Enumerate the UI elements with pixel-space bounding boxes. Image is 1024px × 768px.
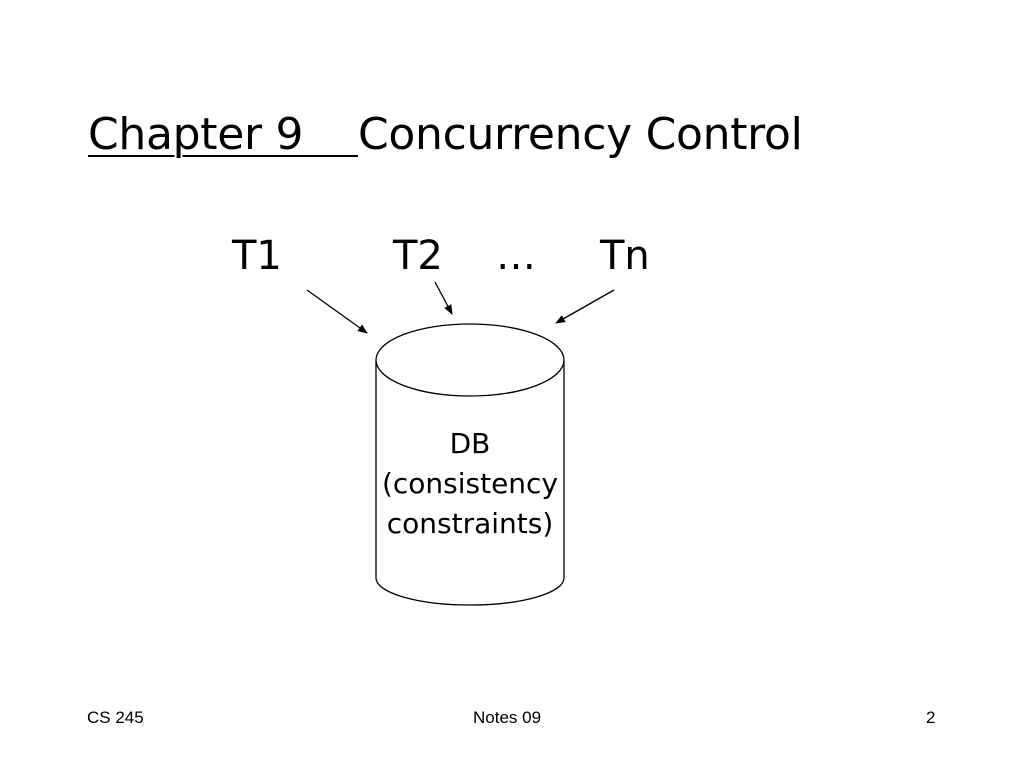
arrow-tn-to-db: [555, 289, 615, 324]
footer-course: CS 245: [87, 708, 144, 727]
database-label: DB (consistency constraints): [370, 424, 570, 544]
transaction-tn-label: Tn: [600, 233, 650, 279]
transaction-t1-label: T1: [232, 233, 282, 279]
arrow-t1-to-db: [306, 289, 368, 334]
footer-page-number: 2: [926, 708, 936, 727]
footer-notes: Notes 09: [473, 708, 542, 727]
arrow-t2-to-db: [434, 281, 453, 315]
database-name: DB: [449, 427, 491, 460]
database-cylinder-icon: [375, 323, 565, 606]
slide-title: Chapter 9 Concurrency Control: [88, 105, 803, 165]
transaction-ellipsis-label: …: [496, 233, 536, 279]
database-description-line2: constraints): [386, 507, 554, 540]
chapter-topic: Concurrency Control: [357, 109, 803, 160]
database-description-line1: (consistency: [381, 467, 559, 500]
chapter-label: Chapter 9: [88, 109, 358, 160]
transaction-t2-label: T2: [393, 233, 443, 279]
